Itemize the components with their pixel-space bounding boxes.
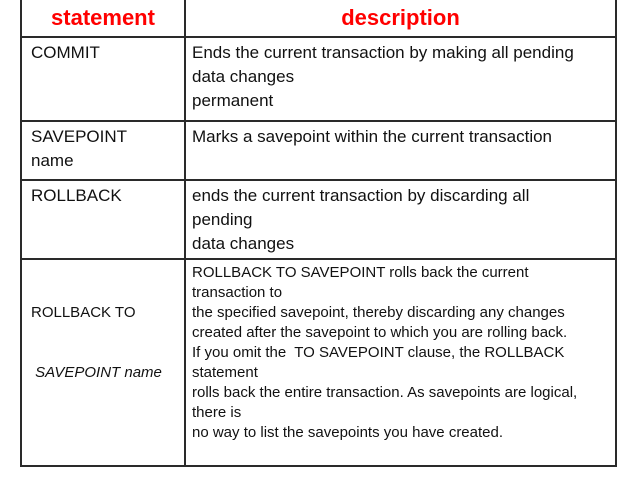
statement-cell-rollback: ROLLBACK <box>20 179 186 260</box>
description-cell-savepoint: Marks a savepoint within the current tra… <box>184 120 617 181</box>
description-cell-rollback-to-savepoint: ROLLBACK TO SAVEPOINT rolls back the cur… <box>184 258 617 467</box>
table-row-savepoint: SAVEPOINT name Marks a savepoint within … <box>20 120 617 181</box>
table-row-rollback: ROLLBACK ends the current transaction by… <box>20 179 617 260</box>
table-row-commit: COMMIT Ends the current transaction by m… <box>20 36 617 122</box>
statement-cell-rollback-to-savepoint: ROLLBACK TO SAVEPOINT name <box>20 258 186 467</box>
table-header-row: statement description <box>20 0 617 38</box>
description-cell-commit: Ends the current transaction by making a… <box>184 36 617 122</box>
statement-text: ROLLBACK TO <box>31 304 136 321</box>
statement-description-table: statement description COMMIT Ends the cu… <box>20 0 617 467</box>
statement-italic-text: SAVEPOINT name <box>31 364 162 381</box>
header-statement: statement <box>20 0 186 38</box>
header-description: description <box>184 0 617 38</box>
description-cell-rollback: ends the current transaction by discardi… <box>184 179 617 260</box>
table-row-rollback-to-savepoint: ROLLBACK TO SAVEPOINT name ROLLBACK TO S… <box>20 258 617 467</box>
statement-cell-commit: COMMIT <box>20 36 186 122</box>
statement-cell-savepoint: SAVEPOINT name <box>20 120 186 181</box>
